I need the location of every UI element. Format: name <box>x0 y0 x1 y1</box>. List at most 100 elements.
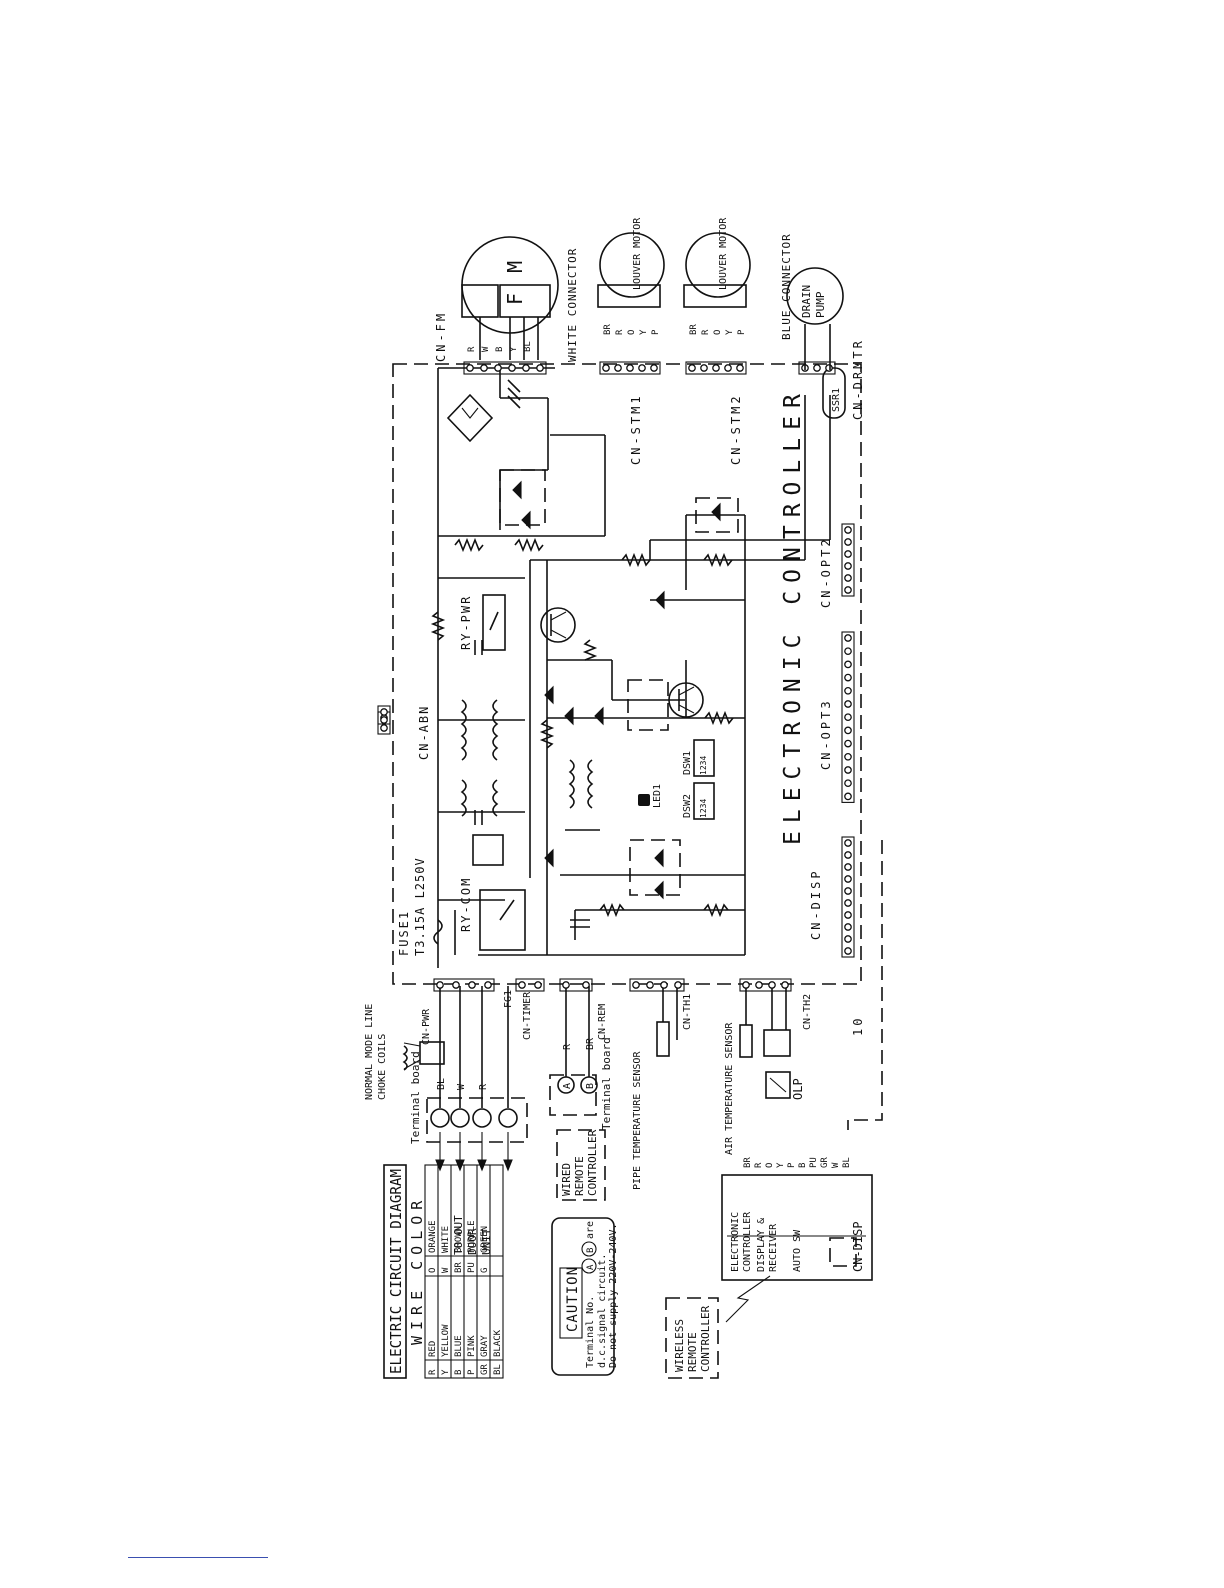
wire-color-code: BR <box>454 1262 464 1273</box>
wired-remote-line3: CONTROLLER <box>586 1129 599 1196</box>
cn-rem-label: CN-REM <box>597 1004 608 1040</box>
cn-pwr-connector <box>433 978 495 992</box>
dsw1-pins: 1234 <box>699 756 708 775</box>
disp-cable <box>847 840 883 1130</box>
diagram-title: ELECTRIC CIRCUIT DIAGRAM <box>387 1169 405 1374</box>
footer-link-rule <box>128 1557 268 1558</box>
resistors <box>430 537 734 918</box>
wire-color-name: BLUE <box>454 1335 464 1357</box>
cn-stm2-label: CN-STM2 <box>729 393 743 465</box>
cn-timer-connector <box>515 978 545 992</box>
disp-wire-label: O <box>765 1163 775 1168</box>
wire-color-code: B <box>454 1370 464 1375</box>
wireless-signal-arrow <box>725 1275 771 1323</box>
white-connector-label: WHITE CONNECTOR <box>566 248 579 362</box>
terminal-b-label: B <box>585 1083 596 1089</box>
disp-wire-label: R <box>754 1162 764 1168</box>
caution-heading-frame <box>559 1267 583 1339</box>
terminal-1 <box>430 1108 450 1128</box>
terminal-board-label: Terminal board <box>409 1051 422 1144</box>
wire-color-name: ORANGE <box>428 1220 438 1253</box>
wire-color-name: GRAY <box>480 1335 490 1357</box>
terminal-3 <box>472 1108 492 1128</box>
wire-color-code: Y <box>441 1369 451 1375</box>
caution-heading: CAUTION <box>565 1266 581 1332</box>
cn-drmtr-connector <box>798 361 836 375</box>
pcb-wiring <box>437 367 831 968</box>
drain-pump-line1: DRAIN <box>800 285 813 318</box>
fg1-label: FG1 <box>503 990 514 1008</box>
choke-coils: NORMAL MODE LINE CHOKE COILS <box>364 1004 445 1100</box>
to-outdoor-line2: DOOR <box>466 1228 479 1255</box>
cn-pwr-label: CN-PWR <box>421 1008 432 1045</box>
cn-rem-connector <box>559 978 593 992</box>
caution-frame <box>551 1217 615 1376</box>
terminal-ground <box>498 1108 518 1128</box>
caution-box: CAUTION Terminal No. A B are d.c.signal … <box>551 1217 619 1376</box>
wire-color-name: GREEN <box>480 1226 490 1253</box>
disp-wire-label: BL <box>842 1157 852 1168</box>
air-sensor-label: AIR TEMPERATURE SENSOR <box>724 1022 735 1155</box>
wired-remote-line2: REMOTE <box>573 1156 586 1196</box>
cn-stm1-label: CN-STM1 <box>629 393 643 465</box>
display-receiver-box: ELECTRONIC CONTROLLER DISPLAY & RECEIVER… <box>721 1157 873 1281</box>
ry-pwr-label: RY-PWR <box>459 595 473 650</box>
cn-stm1-connector <box>599 361 661 375</box>
outdoor-terminal-board: TO OUT DOOR UNIT Terminal board BL W R <box>409 986 528 1255</box>
cn-abn-pins <box>377 705 391 735</box>
wire-color-code: BL <box>493 1364 503 1375</box>
fm-wire-label: R <box>467 346 477 352</box>
capacitors <box>474 640 590 928</box>
fan-motor-label: F M <box>503 257 527 305</box>
dsw2-label: DSW2 <box>682 794 693 818</box>
title-frame <box>383 1164 407 1379</box>
disp-wire-label: B <box>798 1163 808 1168</box>
stm2-wire-label: Y <box>725 329 735 335</box>
olp-label: OLP <box>791 1078 805 1100</box>
wired-br-label: BR <box>585 1037 596 1050</box>
fuse-rating: T3.15A L250V <box>413 857 427 956</box>
wire-color-code: P <box>467 1369 477 1375</box>
cn-opt2-connector <box>841 523 855 597</box>
wireless-remote-line2: REMOTE <box>686 1332 699 1372</box>
wire-color-code: O <box>428 1268 438 1273</box>
transformer-2 <box>568 759 594 809</box>
wireless-remote-line1: WIRELESS <box>673 1319 686 1372</box>
cn-opt2-label: CN-OPT2 <box>819 536 833 608</box>
wire-color-table: WIRE COLOR RREDYYELLOWBBLUEPPINKGRGRAYBL… <box>408 1164 504 1379</box>
display-box-line4: RECEIVER <box>768 1223 779 1272</box>
title-block: ELECTRIC CIRCUIT DIAGRAM <box>383 1164 407 1379</box>
pipe-sensor-label: PIPE TEMPERATURE SENSOR <box>632 1051 643 1190</box>
wired-remote: A B R BR Terminal board WIRED REMOTE CON… <box>549 986 613 1201</box>
caution-term-b: B <box>586 1248 596 1253</box>
electronic-controller-label: ELECTRONIC CONTROLLER <box>780 386 806 845</box>
transistor-1 <box>540 607 576 643</box>
zener-diode <box>507 379 521 409</box>
stm2-wire-label: BR <box>689 324 699 335</box>
photo-couplers <box>472 469 739 900</box>
display-box-line3: DISPLAY & <box>756 1218 767 1272</box>
display-box-line5: AUTO SW <box>792 1229 803 1272</box>
fm-wire-label: Y <box>509 346 519 352</box>
stm1-wire-label: O <box>627 330 637 335</box>
wire-color-name: PURPLE <box>467 1220 477 1253</box>
wire-color-code: PU <box>467 1262 477 1273</box>
stm2-wire-label: R <box>701 329 711 335</box>
cn-disp-label: CN-DISP <box>809 868 823 940</box>
disp-wire-label: W <box>831 1162 841 1168</box>
terminal-2 <box>450 1108 470 1128</box>
disp-wire-label: BR <box>743 1157 753 1168</box>
stm1-wire-label: BR <box>603 324 613 335</box>
stm1-wire-label: Y <box>639 329 649 335</box>
blue-connector-label: BLUE CONNECTOR <box>780 233 793 340</box>
diode-bridge <box>446 393 494 443</box>
disp-wire-label: PU <box>809 1157 819 1168</box>
cn-opt3-connector <box>841 631 855 803</box>
wire-color-name: YELLOW <box>441 1324 451 1357</box>
cn-drmtr-label: CN-DRMTR <box>851 338 865 420</box>
caution-line3: Do not supply 220V-240V. <box>608 1224 619 1369</box>
dip-switch-2: DSW2 1234 <box>682 782 715 820</box>
ssr1-box <box>822 367 846 419</box>
